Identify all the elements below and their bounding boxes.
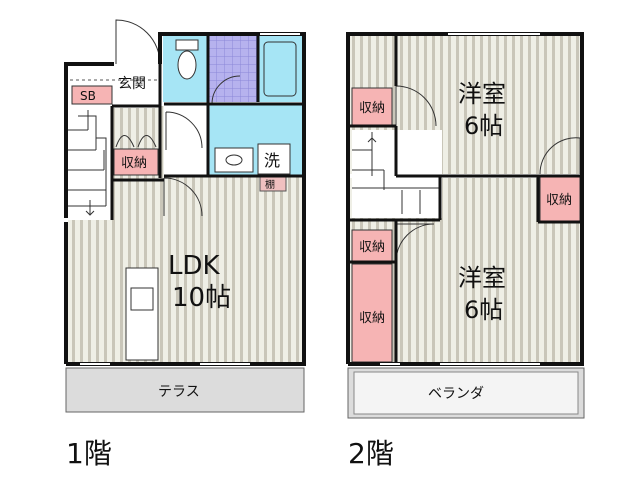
veranda-label: ベランダ [428, 386, 484, 402]
storage-2f-top-left [351, 87, 393, 127]
windows-1f [80, 33, 300, 365]
stair-outline-1f [78, 115, 107, 206]
washbasin [214, 147, 254, 173]
kitchen-counter [125, 267, 159, 361]
wash-label: 洗 [264, 151, 280, 170]
genkan-label: 玄関 [118, 75, 146, 92]
storage-2f-right [539, 175, 581, 223]
room-bottom-size-label: 6帖 [464, 296, 503, 324]
storage-2f-right-label: 収納 [546, 193, 572, 208]
storage-1f-doors [115, 135, 157, 148]
stair-steps-2f [352, 132, 421, 214]
terrace [65, 367, 305, 413]
toilet-bowl [177, 50, 197, 80]
ldk-label: LDK [168, 251, 221, 281]
shelf-label: 棚 [265, 178, 275, 191]
stair-steps-1f [68, 110, 106, 216]
washbasin-bowl [225, 154, 243, 166]
floor-2-plan: 収納 収納 収納 収納 洋室 6帖 洋室 6帖 ベランダ [346, 32, 585, 419]
floor-2-label: 2階 [348, 437, 394, 470]
storage-2f-top-left-label: 収納 [359, 101, 385, 116]
storage-1f-label: 収納 [121, 156, 147, 171]
entry-door-swing [115, 19, 161, 65]
room-top-label: 洋室 [458, 80, 506, 108]
storage-2f-mid-left-label: 収納 [359, 240, 385, 255]
terrace-label: テラス [158, 384, 200, 400]
toilet-tank [175, 39, 199, 51]
shoe-box [71, 85, 113, 105]
door-2f-top-left [395, 85, 437, 127]
floor-1-label: 1階 [66, 437, 112, 470]
ldk-size-label: 10帖 [172, 283, 231, 313]
storage-2f-bottom-left-label: 収納 [359, 311, 385, 326]
windows-2f [380, 33, 540, 365]
ldk-door-swing [163, 177, 203, 217]
storage-2f-mid-left [351, 229, 393, 263]
shoe-box-label: SB [80, 89, 96, 103]
storage-2f-bottom-left [351, 263, 393, 363]
veranda-inner [353, 371, 579, 415]
room-bottom-label: 洋室 [458, 264, 506, 292]
storage-1f [113, 148, 159, 176]
toilet-door-swing [165, 111, 203, 150]
bathtub [263, 41, 297, 97]
floor-1-plan: 洗 棚 収納 SB 玄関 LDK 10帖 [64, 19, 306, 413]
bath-door-swing [211, 75, 241, 105]
kitchen-sink [130, 287, 154, 311]
room-top-size-label: 6帖 [464, 112, 503, 140]
washing-machine-box [257, 143, 291, 175]
